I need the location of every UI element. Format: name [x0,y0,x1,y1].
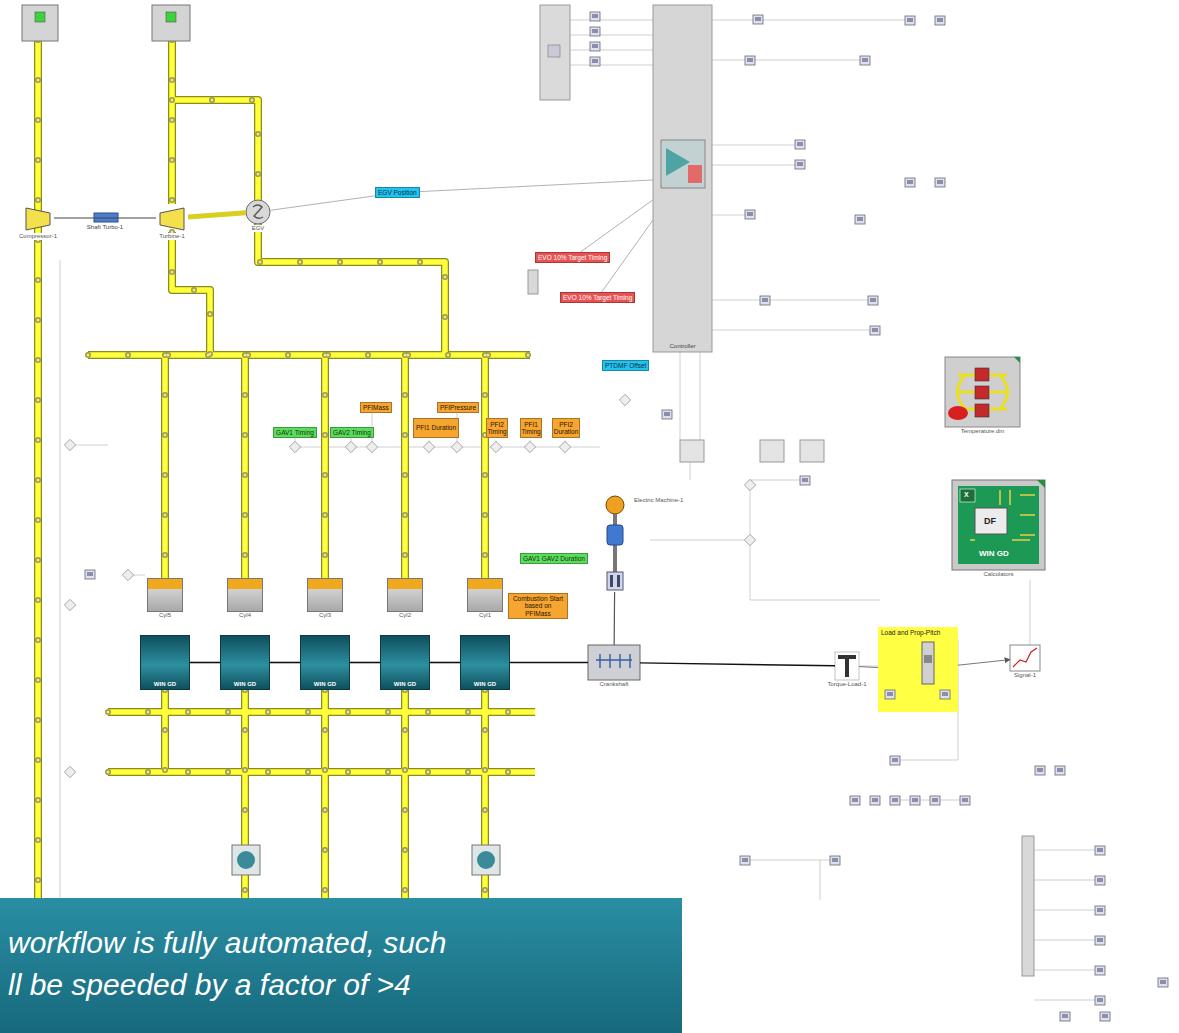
node-label: GAV1 Timing [276,429,314,436]
node-label: EVO 10% Target Timing [563,294,632,301]
node-label: Temperature.dm [960,428,1006,435]
signal-widgets [64,12,1168,1021]
node-label: Electric Machine-1 [633,497,684,504]
icon-text: X [964,491,969,498]
signal-tag: GAV1 GAV2 Duration [520,553,588,564]
node-label: GAV2 Timing [333,429,371,436]
signal-tag: PFI2 Timing [486,418,508,438]
node-label: Crankshaft [598,681,629,688]
egv-valve: EGV [246,200,270,224]
caption-box: workflow is fully automated, such ll be … [0,898,682,1033]
connector [190,662,220,664]
flow-pipes [38,40,535,1033]
cylinder: Cyl1 [467,578,503,612]
connector [188,213,246,217]
signal-wires [60,20,1095,1000]
signal-tag: EVO 10% Target Timing [535,252,610,263]
node-label: WIN GD [314,681,336,687]
engine-block: WIN GD [380,635,430,690]
node-label: Torque-Load-1 [826,681,867,688]
node-label: PFI1 Timing [521,421,540,436]
node-label: Compressor-1 [18,233,58,240]
node-label: Signal-1 [1013,672,1037,679]
connector [54,217,156,218]
connector [420,180,653,192]
cylinder: Cyl5 [147,578,183,612]
node-label: EGV [251,225,266,232]
cylinder: Cyl4 [227,578,263,612]
node-label: Turbine-1 [158,233,185,240]
connector [510,662,588,664]
signal-tag: PTDMF Offset [602,360,649,371]
icon-text: DF [984,516,996,526]
signal-tag: EGV Position [375,187,420,198]
node-label: WIN GD [154,681,176,687]
engine-block: WIN GD [460,635,510,690]
cylinder: Cyl2 [387,578,423,612]
torque-load: Torque-Load-1 [835,652,859,680]
signal-tag: GAV1 Timing [273,427,317,438]
node-label: PFI1 Duration [416,424,456,431]
crankshaft: Crankshaft [588,645,640,680]
node-label: EVO 10% Target Timing [538,254,607,261]
signal-tag: EVO 10% Target Timing [560,292,635,303]
connector [270,662,300,664]
signal-tag: Combustion Start based on PFIMass [508,593,568,619]
load-region: Load and Prop-Pitch [878,627,958,712]
signal-tag: PFI1 Duration [413,418,459,438]
node-label: Controller [669,343,695,349]
node-label: Load and Prop-Pitch [881,629,940,636]
node-label: PFI2 Timing [487,421,506,436]
icon-text: WIN GD [979,549,1009,558]
signal-tag: GAV2 Timing [330,427,374,438]
engine-block: WIN GD [300,635,350,690]
node-label: PFIMass [363,404,389,411]
edge-label: Shaft Turbo-1 [86,224,124,230]
node-label: WIN GD [474,681,496,687]
node-label: GAV1 GAV2 Duration [523,555,585,562]
engine-block: WIN GD [220,635,270,690]
connector [581,200,653,252]
connector [614,592,616,645]
node-label: Cyl1 [478,612,492,619]
signal-tag: PFIMass [360,402,392,413]
connector [859,666,878,668]
connector [640,663,835,666]
connector [270,196,375,211]
node-label: EGV Position [378,189,417,196]
node-label: Cyl4 [238,612,252,619]
signal-plot: Signal-1 [1010,645,1040,671]
connector [350,662,380,664]
node-label: PFIPressure [440,404,476,411]
cylinder: Cyl3 [307,578,343,612]
engine-block: WIN GD [140,635,190,690]
node-label: Cyl5 [158,612,172,619]
controller-block: Controller [653,5,712,352]
node-label: WIN GD [394,681,416,687]
connector [430,662,460,664]
turbine: Turbine-1 [156,204,188,232]
node-label: Cyl2 [398,612,412,619]
model-icons [22,5,1045,976]
node-label: PTDMF Offset [605,362,646,369]
caption-text: workflow is fully automated, such ll be … [8,922,453,1006]
node-label: WIN GD [234,681,256,687]
signal-tag: PFIPressure [437,402,479,413]
node-label: Combustion Start based on PFIMass [511,595,565,617]
node-label: Calculators [982,571,1014,578]
signal-tag: PFI2 Duration [552,418,580,438]
signal-tag: PFI1 Timing [520,418,542,438]
connector [958,660,1010,666]
temperature-block: Temperature.dm [945,357,1020,427]
node-label: Cyl3 [318,612,332,619]
node-label: PFI2 Duration [554,421,579,436]
electric-machine: Electric Machine-1 [600,495,630,592]
compressor: Compressor-1 [22,204,54,232]
